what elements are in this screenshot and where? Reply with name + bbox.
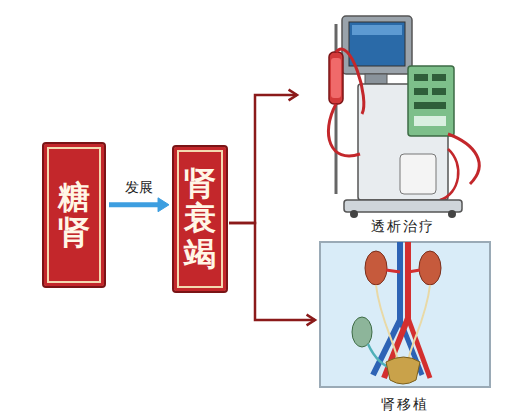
anatomy-illustration <box>318 240 492 416</box>
transplant-figure: 肾移植 <box>318 240 492 416</box>
caption-text: 透析治疗 <box>300 218 505 236</box>
connector-arrow <box>229 90 297 223</box>
diagnosis-seal: 肾衰竭 <box>172 145 228 293</box>
dialysis-machine: 透析治疗 <box>300 4 505 238</box>
dialysis-illustration <box>300 4 505 238</box>
diagnosis-seal: 糖肾 <box>42 142 106 288</box>
seal-text: 糖肾 <box>58 180 90 250</box>
edge-label: 发展 <box>123 179 155 197</box>
seal-text: 肾衰竭 <box>184 166 216 272</box>
caption-text: 肾移植 <box>318 396 492 414</box>
connector-arrow <box>229 223 315 325</box>
connector-arrow <box>109 198 169 212</box>
